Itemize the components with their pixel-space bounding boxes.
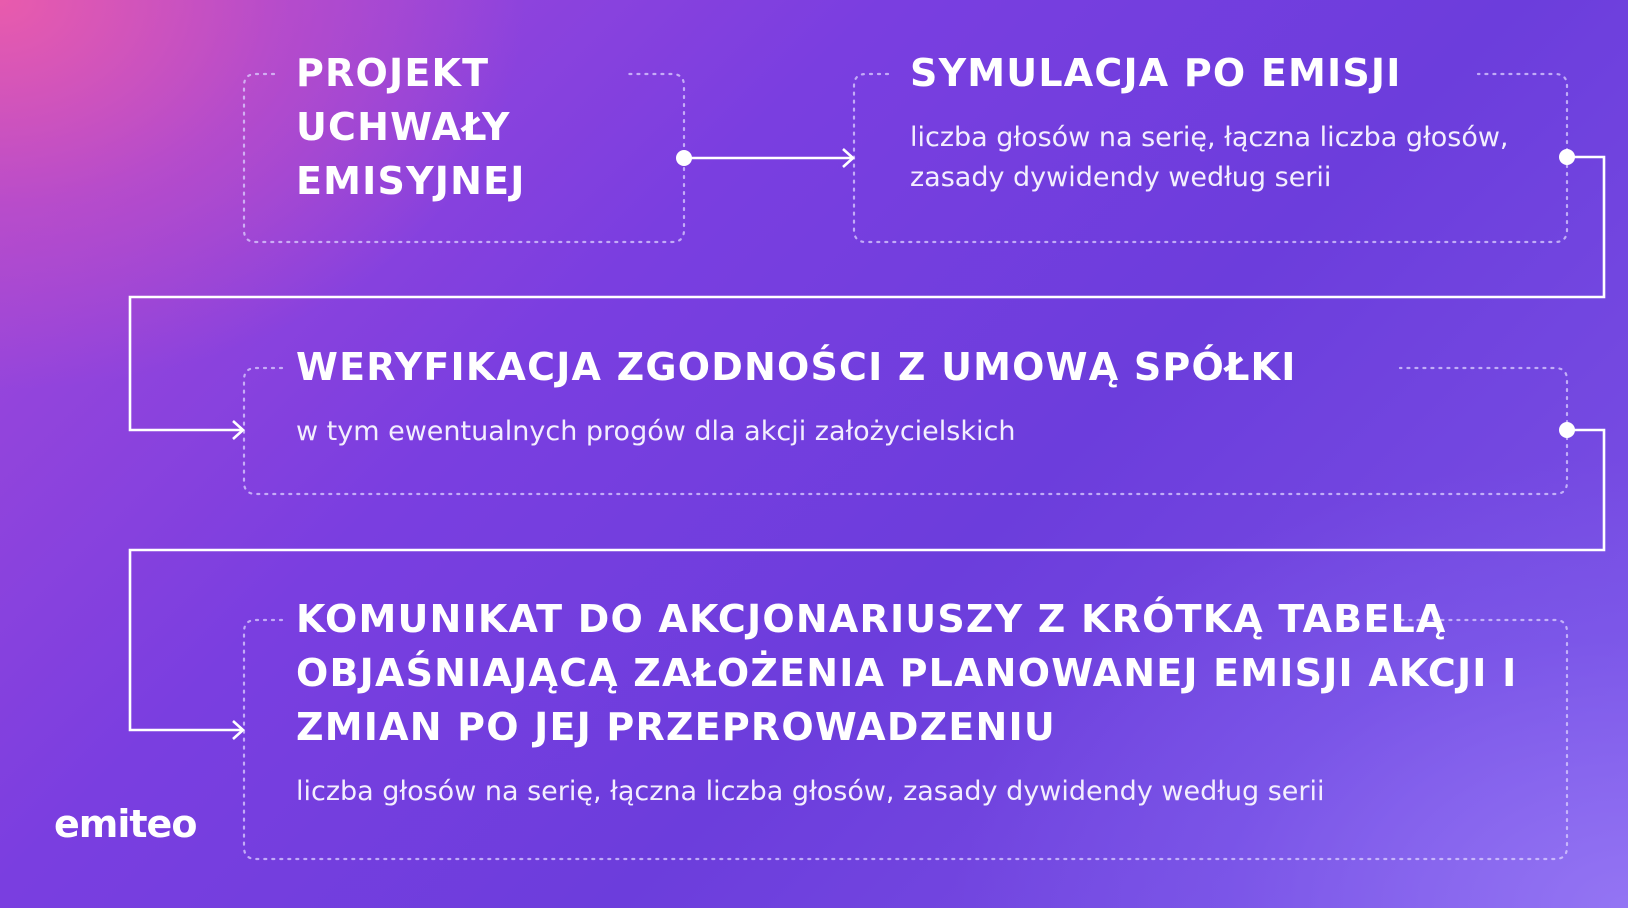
step-3-title: WERYFIKACJA ZGODNOŚCI Z UMOWĄ SPÓŁKI xyxy=(296,345,1297,389)
step-4-description: liczba głosów na serię, łączna liczba gł… xyxy=(296,776,1325,807)
step-4-title: KOMUNIKAT DO AKCJONARIUSZY Z KRÓTKĄ TABE… xyxy=(296,597,1518,749)
connector-2-3-arrowhead xyxy=(232,420,245,440)
connector-2-3-dot xyxy=(1559,149,1575,165)
emiteo-logo: emiteo xyxy=(54,802,197,846)
connector-1-2-arrowhead xyxy=(842,148,855,168)
step-2-border xyxy=(852,72,1569,244)
connector-2-3 xyxy=(128,155,1606,432)
step-4-border xyxy=(242,618,1569,861)
step-1-border xyxy=(242,72,686,244)
step-3-border xyxy=(242,366,1569,496)
connector-3-4-dot xyxy=(1559,422,1575,438)
connector-1-2-dot xyxy=(676,150,692,166)
step-2-title: SYMULACJA PO EMISJI xyxy=(910,51,1402,95)
step-1-title: PROJEKT UCHWAŁY EMISYJNEJ xyxy=(296,51,526,203)
connector-3-4 xyxy=(128,428,1606,732)
connector-3-4-arrowhead xyxy=(232,720,245,740)
step-3-description: w tym ewentualnych progów dla akcji zało… xyxy=(296,416,1016,447)
step-2-description: liczba głosów na serię, łączna liczba gł… xyxy=(910,122,1509,193)
